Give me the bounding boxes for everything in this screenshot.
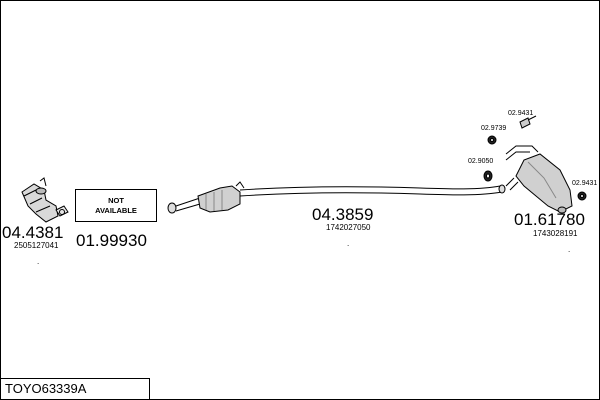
part-code-mid-pipe: 04.3859 <box>312 205 374 224</box>
part-ref-rear-silencer: 1743028191 <box>533 229 578 238</box>
middle-pipe-drawing <box>239 184 506 197</box>
not-available-line1: NOT <box>108 196 124 206</box>
model-code: TOYO63339A <box>5 381 87 396</box>
part-code-cat-left: 04.4381 <box>2 223 64 242</box>
flange-front-drawing <box>167 197 201 214</box>
rear-silencer-drawing <box>505 145 573 214</box>
part-ref-cat-left: 2505127041 <box>14 241 59 250</box>
part-code-bracket-c: 02.9431 <box>572 180 598 187</box>
dot-marker: . <box>37 257 40 266</box>
model-code-box: TOYO63339A <box>0 378 150 400</box>
part-code-bracket-a: 02.9431 <box>508 110 534 117</box>
part-code-not-available: 01.99930 <box>76 231 147 250</box>
part-ref-mid-pipe: 1742027050 <box>326 223 371 232</box>
hanger-parts-drawing <box>483 115 587 201</box>
not-available-box: NOT AVAILABLE <box>75 189 157 222</box>
part-code-rear-silencer: 01.61780 <box>514 210 585 229</box>
part-code-clamp: 02.9050 <box>468 158 494 165</box>
part-code-bracket-b: 02.9739 <box>481 125 507 132</box>
dot-marker: . <box>568 245 571 254</box>
dot-marker: . <box>347 239 350 248</box>
catalytic-converter-left-drawing <box>21 177 69 223</box>
catalytic-converter-mid-drawing <box>197 181 245 213</box>
not-available-line2: AVAILABLE <box>95 205 137 215</box>
